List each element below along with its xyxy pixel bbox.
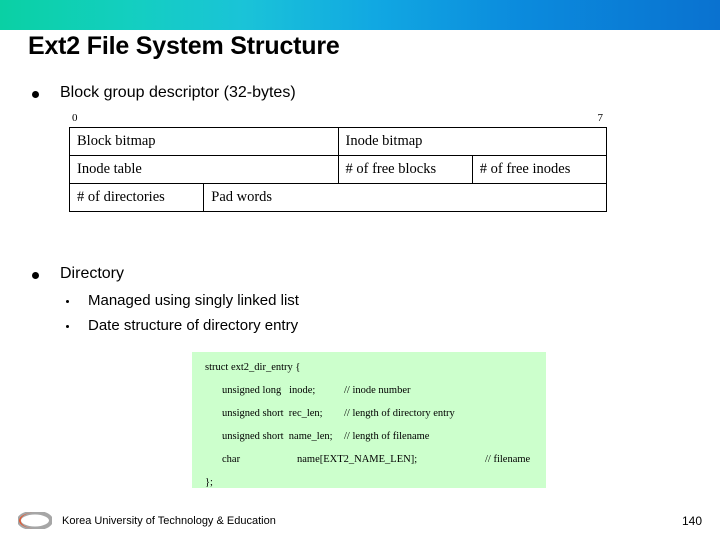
table-cell: Inode bitmap bbox=[337, 127, 607, 156]
sub-bullet-dot-icon bbox=[66, 300, 69, 303]
kut-logo-icon bbox=[18, 512, 52, 529]
sub-bullet-label: Date structure of directory entry bbox=[88, 317, 299, 334]
bullet-block-group-descriptor: Block group descriptor (32-bytes) bbox=[32, 84, 296, 102]
bit-offset-labels: 0 7 bbox=[69, 112, 607, 127]
code-line-declaration: unsigned long inode; bbox=[222, 385, 316, 396]
table-cell: # of directories bbox=[68, 183, 205, 212]
table-cell: # of free inodes bbox=[471, 155, 608, 184]
bullet-label: Directory bbox=[60, 265, 125, 282]
sub-bullet-dot-icon bbox=[66, 325, 69, 328]
bullet-dot-icon bbox=[32, 272, 39, 279]
code-line-comment: // inode number bbox=[344, 385, 411, 396]
page-title: Ext2 File System Structure bbox=[28, 32, 340, 60]
sub-bullet-managed-linked-list: Managed using singly linked list bbox=[66, 292, 299, 309]
table-row: Block bitmap Inode bitmap bbox=[69, 127, 607, 156]
code-line: struct ext2_dir_entry { bbox=[205, 362, 301, 373]
footer-organization: Korea University of Technology & Educati… bbox=[62, 515, 276, 527]
top-gradient-bar bbox=[0, 0, 720, 30]
sub-bullet-date-structure: Date structure of directory entry bbox=[66, 317, 298, 334]
table-cell: Pad words bbox=[203, 183, 607, 212]
code-line-field-name: name[EXT2_NAME_LEN]; bbox=[297, 454, 418, 465]
table-cell: # of free blocks bbox=[337, 155, 473, 184]
bit-start-label: 0 bbox=[72, 112, 78, 124]
code-line-declaration: unsigned short name_len; bbox=[222, 431, 333, 442]
bullet-directory: Directory bbox=[32, 265, 124, 283]
code-line-comment: // filename bbox=[485, 454, 531, 465]
bit-end-label: 7 bbox=[597, 112, 604, 124]
sub-bullet-label: Managed using singly linked list bbox=[88, 292, 299, 309]
code-line-comment: // length of directory entry bbox=[344, 408, 455, 419]
bullet-dot-icon bbox=[32, 91, 39, 98]
code-line: }; bbox=[205, 477, 213, 488]
page-number: 140 bbox=[681, 514, 702, 528]
code-block-ext2-dir-entry: struct ext2_dir_entry { unsigned long in… bbox=[192, 352, 546, 488]
code-line-declaration: char bbox=[222, 454, 241, 465]
code-line-declaration: unsigned short rec_len; bbox=[222, 408, 323, 419]
block-group-descriptor-table: 0 7 Block bitmap Inode bitmap Inode tabl… bbox=[68, 112, 608, 212]
table-cell: Block bitmap bbox=[69, 127, 339, 156]
code-line-comment: // length of filename bbox=[344, 431, 430, 442]
descriptor-field-table: Block bitmap Inode bitmap Inode table # … bbox=[68, 127, 608, 212]
table-row: # of directories Pad words bbox=[68, 183, 607, 212]
table-row: Inode table # of free blocks # of free i… bbox=[69, 155, 608, 184]
bullet-label: Block group descriptor (32-bytes) bbox=[60, 84, 296, 101]
table-cell: Inode table bbox=[69, 155, 339, 184]
